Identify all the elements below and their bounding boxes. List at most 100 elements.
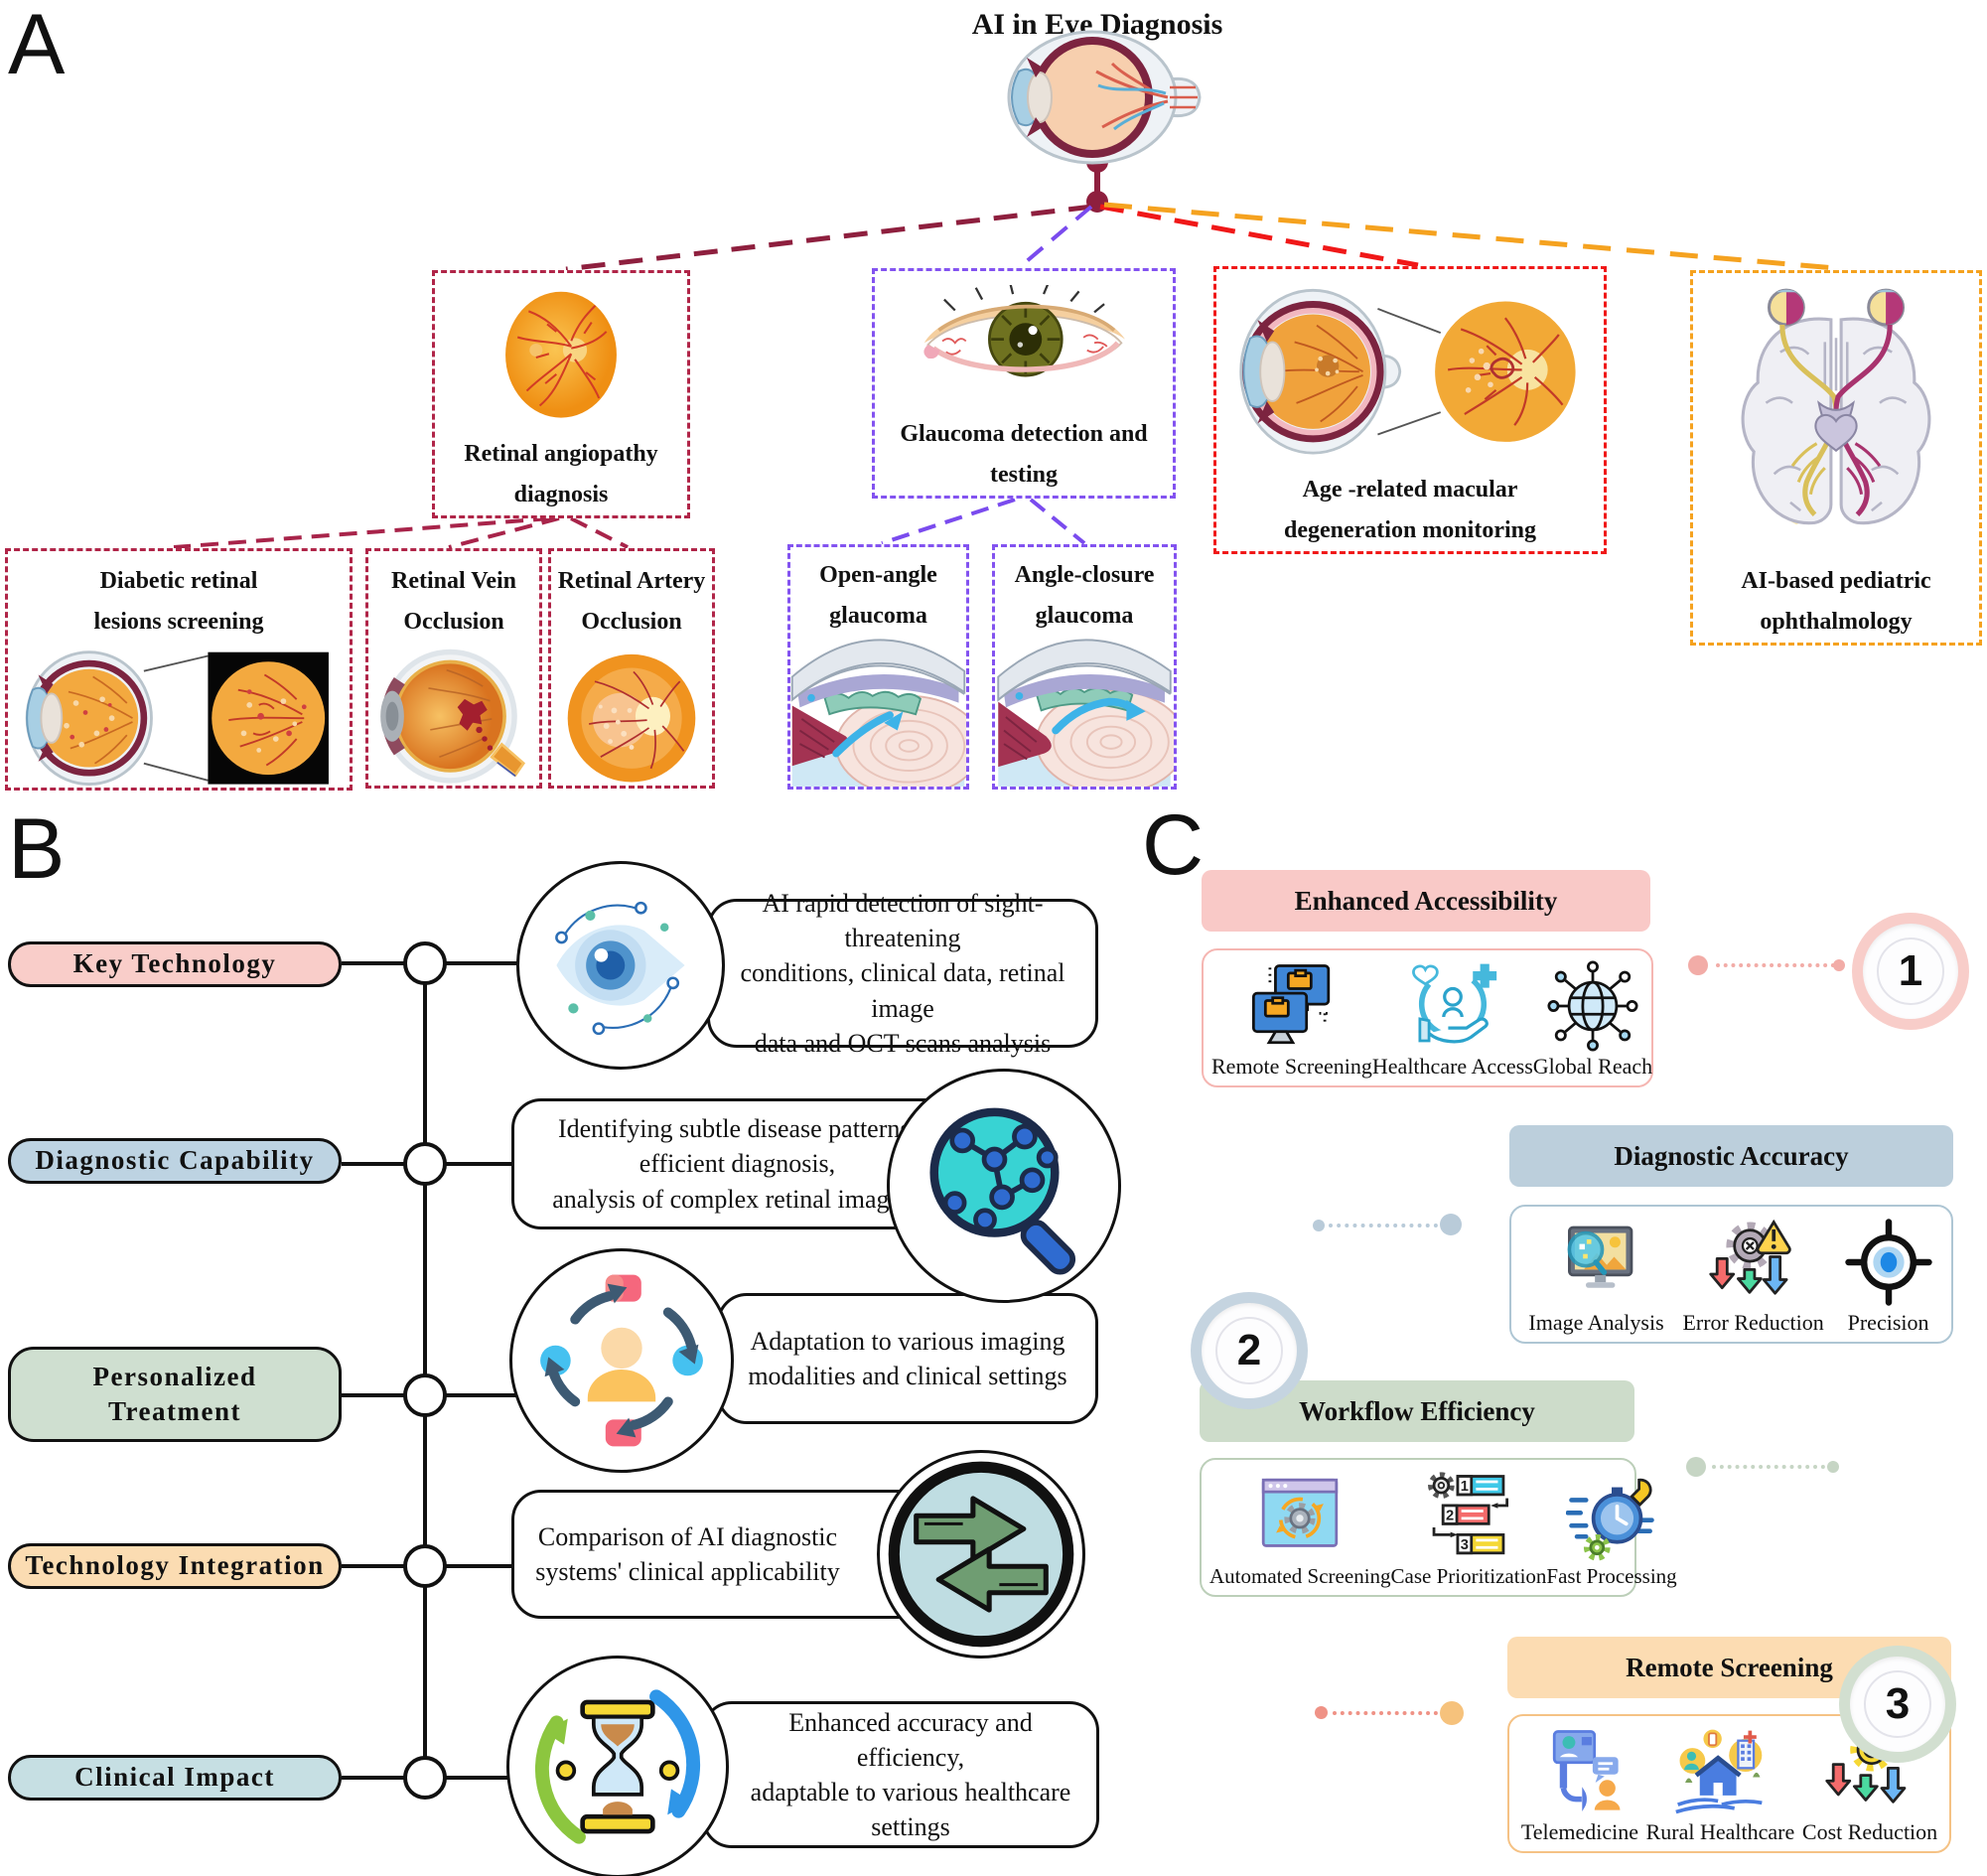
- stub-row1-right: [445, 961, 524, 965]
- open-angle-glaucoma-label: Open-angle glaucoma: [819, 562, 937, 629]
- pediatric-ophthalmology-label: AI-based pediatric ophthalmology: [1741, 568, 1931, 635]
- connector2-dot-right: [1440, 1214, 1462, 1235]
- stub-row2-left: [342, 1162, 405, 1166]
- amd-monitoring-label: Age -related macular degeneration monito…: [1284, 477, 1536, 544]
- retinal-artery-occlusion-label: Retinal Artery Occlusion: [557, 568, 706, 635]
- section1-header: Enhanced Accessibility: [1202, 870, 1650, 932]
- connector2-dot-left: [1313, 1220, 1325, 1231]
- section2-card: Image Analysis Error Redu: [1509, 1205, 1953, 1344]
- item-caption: Remote Screening: [1211, 1053, 1372, 1079]
- item-healthcare-access: Healthcare Access: [1372, 956, 1533, 1080]
- panel-c-letter: C: [1142, 797, 1205, 893]
- timeline-spine: [423, 963, 427, 1778]
- connector4-line: [1333, 1711, 1438, 1715]
- section3-header: Workflow Efficiency: [1200, 1380, 1634, 1442]
- item-caption: Cost Reduction: [1801, 1818, 1938, 1844]
- angle-closure-diagram-illustration: [997, 639, 1174, 787]
- stub-row3-right: [445, 1393, 522, 1397]
- global-reach-icon: [1547, 960, 1638, 1052]
- item-caption: Precision: [1847, 1309, 1929, 1335]
- node-row5: [403, 1756, 447, 1800]
- item-caption: Case Prioritization: [1390, 1563, 1547, 1588]
- stub-row2-right: [445, 1162, 519, 1166]
- item-caption: Fast Processing: [1546, 1563, 1677, 1588]
- amd-monitoring-box: Age -related macular degeneration monito…: [1213, 266, 1607, 554]
- stub-row3-left: [342, 1393, 405, 1397]
- section1-card: Remote Screening Healthcare Access: [1202, 948, 1653, 1087]
- retinal-vein-occlusion-box: Retinal Vein Occlusion: [365, 548, 542, 789]
- pill-technology-integration: Technology Integration: [8, 1543, 342, 1589]
- connector1-dot-left: [1688, 955, 1708, 975]
- retinal-artery-occlusion-box: Retinal Artery Occlusion: [548, 548, 715, 789]
- item-global-reach: Global Reach: [1533, 956, 1652, 1080]
- retinal-angiopathy-box: Retinal angiopathy diagnosis: [432, 270, 690, 518]
- patient-cycle-icon: [509, 1248, 734, 1473]
- item-caption: Global Reach: [1532, 1053, 1653, 1079]
- connector4-dot-right: [1440, 1701, 1464, 1725]
- item-caption: Image Analysis: [1528, 1309, 1664, 1335]
- node-row4: [403, 1544, 447, 1588]
- node-row1: [403, 941, 447, 985]
- case-prioritization-icon: 1 2 3: [1423, 1471, 1514, 1562]
- healthcare-access-icon: [1407, 960, 1498, 1052]
- telemedicine-icon: [1534, 1726, 1626, 1817]
- stub-row1-left: [342, 961, 405, 965]
- brain-optic-pathway-illustration: [1741, 288, 1931, 525]
- item-caption: Error Reduction: [1682, 1309, 1824, 1335]
- glaucoma-detection-label: Glaucoma detection and testing: [900, 421, 1148, 489]
- magnifier-network-icon: [887, 1069, 1121, 1303]
- stub-row4-left: [342, 1564, 405, 1568]
- automated-screening-icon: [1254, 1471, 1346, 1562]
- retinal-vein-occlusion-label: Retinal Vein Occlusion: [390, 568, 517, 635]
- angle-closure-glaucoma-box: Angle-closure glaucoma: [992, 544, 1177, 790]
- connector2-line: [1329, 1224, 1438, 1227]
- section3-card: Automated Screening: [1200, 1458, 1677, 1597]
- artery-occlusion-fundus-illustration: [567, 653, 696, 783]
- pill-clinical-impact: Clinical Impact: [8, 1755, 342, 1801]
- pill-personalized-treatment: Personalized Treatment: [8, 1347, 342, 1442]
- number-badge-1: 1: [1852, 913, 1969, 1030]
- remote-screening-icon: [1246, 960, 1338, 1052]
- diabetic-screening-box: Diabetic retinal lesions screening: [5, 548, 353, 791]
- item-remote-screening: Remote Screening: [1211, 956, 1372, 1080]
- stub-row5-left: [342, 1776, 405, 1780]
- connector1-dot-right: [1833, 959, 1845, 971]
- retina-fundus-illustration: [505, 291, 617, 418]
- item-image-analysis: Image Analysis: [1528, 1213, 1664, 1336]
- pediatric-ophthalmology-box: AI-based pediatric ophthalmology: [1690, 270, 1982, 646]
- section2-header: Diagnostic Accuracy: [1509, 1125, 1953, 1187]
- retinal-angiopathy-label: Retinal angiopathy diagnosis: [464, 441, 658, 508]
- pill-diagnostic-capability: Diagnostic Capability: [8, 1138, 342, 1184]
- fast-processing-icon: [1566, 1471, 1657, 1562]
- connector3-line: [1712, 1465, 1825, 1469]
- svg-text:1: 1: [1461, 1479, 1469, 1495]
- item-automated-screening: Automated Screening: [1209, 1466, 1391, 1589]
- svg-text:3: 3: [1461, 1537, 1469, 1553]
- tree-connector-lines: [173, 151, 1836, 549]
- stub-row5-right: [445, 1776, 516, 1780]
- rural-healthcare-icon: [1674, 1726, 1766, 1817]
- item-caption: Telemedicine: [1520, 1818, 1638, 1844]
- key-technology-textbox: AI rapid detection of sight-threatening …: [707, 889, 1098, 1058]
- node-row3: [403, 1373, 447, 1417]
- item-telemedicine: Telemedicine: [1521, 1722, 1638, 1845]
- item-rural-healthcare: Rural Healthcare: [1646, 1722, 1794, 1845]
- connector4-dot-left: [1315, 1706, 1328, 1719]
- panel-b-letter: B: [8, 801, 66, 897]
- svg-text:2: 2: [1446, 1508, 1454, 1523]
- number-badge-2: 2: [1191, 1292, 1308, 1409]
- personalized-treatment-textbox: Adaptation to various imaging modalities…: [717, 1293, 1098, 1424]
- connector1-line: [1716, 963, 1835, 967]
- exchange-arrows-icon: [877, 1450, 1085, 1659]
- precision-icon: [1843, 1217, 1934, 1308]
- number-2: 2: [1236, 1326, 1262, 1374]
- connector3-dot-left: [1686, 1457, 1706, 1477]
- node-row2: [403, 1142, 447, 1186]
- amd-eye-illustration: [1239, 288, 1576, 455]
- glaucoma-detection-box: Glaucoma detection and testing: [872, 268, 1176, 499]
- number-3: 3: [1885, 1679, 1911, 1728]
- ai-eye-scan-icon: [516, 861, 725, 1070]
- item-precision: Precision: [1843, 1213, 1934, 1336]
- pill-key-technology: Key Technology: [8, 941, 342, 987]
